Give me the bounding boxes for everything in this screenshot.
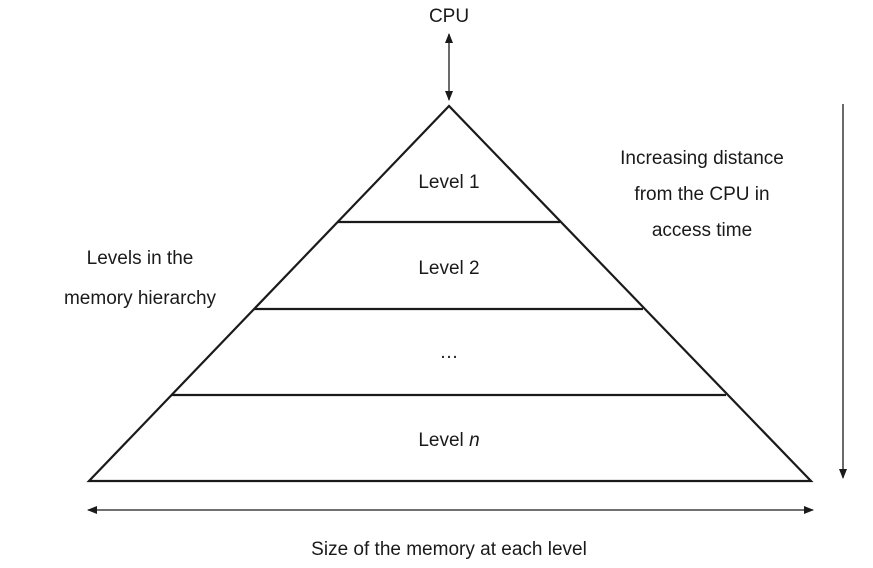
distance-label-line-1: Increasing distance <box>620 148 784 169</box>
size-label: Size of the memory at each level <box>311 539 587 560</box>
distance-label-line-2: from the CPU in <box>634 184 769 205</box>
level-n-label: Level n <box>418 430 479 451</box>
levels-label-line-2: memory hierarchy <box>64 288 217 309</box>
pyramid-outline <box>86 104 814 483</box>
cpu-label: CPU <box>429 6 469 27</box>
level-1-label: Level 1 <box>418 172 479 193</box>
level-n-italic: n <box>469 430 480 451</box>
levels-label-line-1: Levels in the <box>87 248 194 269</box>
level-2-label: Level 2 <box>418 258 479 279</box>
level-n-prefix: Level <box>418 430 469 451</box>
distance-label-line-3: access time <box>652 220 752 241</box>
level-ellipsis-label: … <box>440 342 459 363</box>
